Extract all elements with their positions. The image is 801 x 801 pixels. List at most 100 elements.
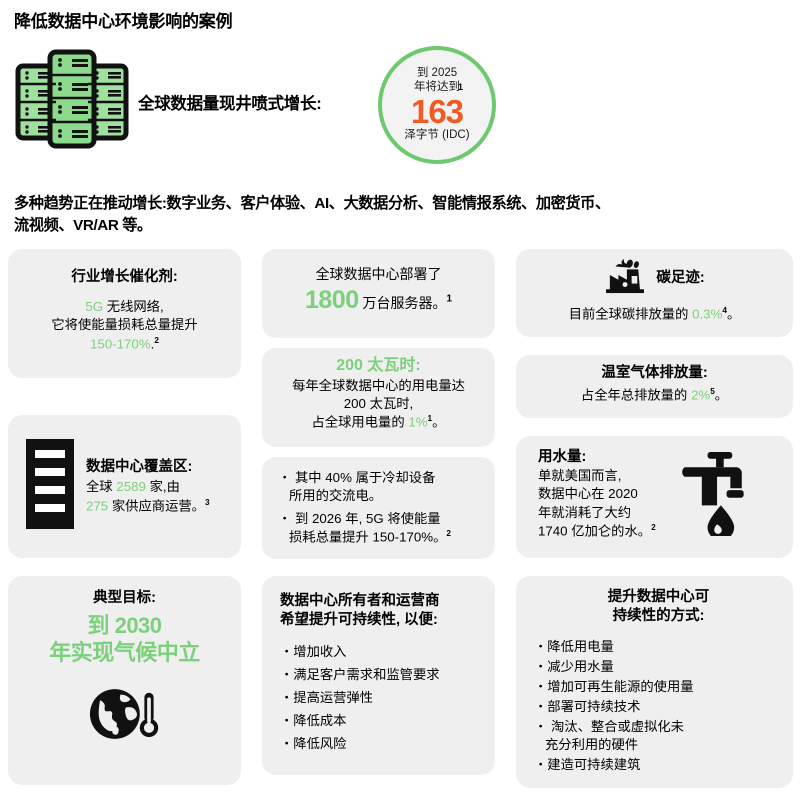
catalyst-line2: 它将使能量损耗总量提升 [51, 317, 198, 333]
card-carbon-footprint: 碳足迹: 目前全球碳排放量的 0.3%4。 [516, 249, 793, 337]
servers-unit: 万台服务器。 [358, 295, 447, 312]
servers-line1: 全球数据中心部署了 [315, 266, 442, 282]
goal-big-line2: 年实现气候中立 [49, 639, 200, 665]
list-item: 建造可持续建筑 [534, 756, 783, 774]
power-detail-footnote: 2 [446, 529, 451, 539]
ways-bullets: 降低用电量 减少用水量 增加可再生能源的使用量 部署可持续技术 淘汰、整合或虚拟… [534, 638, 783, 775]
ways-bullet-5: 淘汰、整合或虚拟化未 [551, 719, 684, 734]
hero-caption: 全球数据量现井喷式增长: [138, 95, 322, 113]
water-line4-row: 1740 亿加仑的水。2 [538, 522, 656, 541]
server-rack-icon [26, 439, 74, 534]
power-body: 每年全球数据中心的用电量达 200 太瓦时, 占全球用电量的 1%1。 [274, 377, 483, 432]
catalyst-pct: 150-170% [90, 335, 151, 351]
water-line3: 年就消耗了大约 [538, 504, 632, 520]
owners-bullet-2: 满足客户需求和监管要求 [293, 666, 440, 682]
owners-bullet-5: 降低风险 [293, 736, 347, 751]
footprint-text: 数据中心覆盖区: 全球 2589 家,由 275 家供应商运营。3 [86, 458, 210, 516]
carbon-title: 碳足迹: [656, 270, 705, 287]
intro-line-1: 多种趋势正在推动增长:数字业务、客户体验、AI、大数据分析、智能情报系统、加密货… [14, 195, 610, 212]
card-industry-catalyst: 行业增长催化剂: 5G 无线网络, 它将使能量损耗总量提升 150-170%.2 [8, 249, 241, 378]
card-datacenter-footprint: 数据中心覆盖区: 全球 2589 家,由 275 家供应商运营。3 [8, 415, 241, 558]
ghg-value: 2% [690, 387, 711, 403]
servers-value-row: 1800 万台服务器。1 [274, 286, 483, 315]
ghg-body: 占全年总排放量的 2%5。 [528, 386, 781, 405]
list-item: 淘汰、整合或虚拟化未 充分利用的硬件 [534, 718, 783, 754]
footprint-line2: 275 家供应商运营。3 [86, 497, 210, 516]
power-line3-prefix: 占全球用电量的 [311, 414, 409, 430]
ways-bullet-2: 减少用水量 [547, 658, 614, 674]
owners-title-line1: 数据中心所有者和运营商 [280, 593, 440, 609]
carbon-footnote: 4 [722, 306, 727, 315]
ghg-body-prefix: 占全年总排放量的 [580, 387, 691, 403]
stat-badge: 到 2025 年将达到 163 泽字节 (IDC) [378, 46, 496, 164]
page-title: 降低数据中心环境影响的案例 [14, 12, 233, 31]
ways-bullet-6: 建造可持续建筑 [547, 757, 641, 773]
stat-badge-top-line1: 到 2025 [416, 67, 458, 80]
power-line1: 每年全球数据中心的用电量达 [292, 377, 465, 393]
card-sustainability-ways: 提升数据中心可 持续性的方式: 降低用电量 减少用水量 增加可再生能源的使用量 … [516, 576, 793, 788]
footprint-line2-suffix: 家供应商运营。 [108, 498, 205, 514]
card-owner-motivations: 数据中心所有者和运营商 希望提升可持续性, 以便: 增加收入 满足客户需求和监管… [262, 576, 495, 775]
faucet-drip-icon [679, 448, 757, 541]
card-power-consumption: 200 太瓦时: 每年全球数据中心的用电量达 200 太瓦时, 占全球用电量的 … [262, 348, 495, 447]
footprint-providers: 275 [86, 498, 109, 514]
stat-badge-unit: 泽字节 (IDC) [404, 129, 470, 142]
catalyst-title: 行业增长催化剂: [71, 269, 178, 285]
carbon-value: 0.3% [692, 306, 723, 322]
footprint-title: 数据中心覆盖区: [86, 458, 193, 475]
ways-bullet-1: 降低用电量 [547, 638, 614, 654]
power-footnote: 1 [427, 414, 433, 424]
list-item: 降低成本 [280, 712, 485, 730]
owners-bullet-1: 增加收入 [293, 643, 347, 659]
water-line4: 1740 亿加仑的水。 [538, 523, 652, 539]
ghg-footnote: 5 [710, 386, 715, 396]
card-greenhouse-gas: 温室气体排放量: 占全年总排放量的 2%5。 [516, 355, 793, 418]
list-item: 增加可再生能源的使用量 [534, 678, 783, 696]
owners-title-line2: 希望提升可持续性, 以便: [280, 611, 438, 628]
carbon-body-prefix: 目前全球碳排放量的 [568, 306, 693, 322]
power-detail-bullets: 其中 40% 属于冷却设备 所用的交流电。 到 2026 年, 5G 将使能量 … [278, 469, 485, 547]
ways-bullet-5-cont: 充分利用的硬件 [545, 737, 639, 753]
water-line1: 单就美国而言, [538, 467, 622, 483]
list-item: 减少用水量 [534, 658, 783, 676]
goal-big-line1: 到 2030 [87, 612, 162, 638]
catalyst-line1-rest: 无线网络, [103, 298, 164, 314]
list-item: 提高运营弹性 [280, 689, 485, 707]
footprint-line1-prefix: 全球 [86, 479, 117, 495]
card-power-detail: 其中 40% 属于冷却设备 所用的交流电。 到 2026 年, 5G 将使能量 … [262, 457, 495, 559]
power-detail-b1-l1: 其中 40% 属于冷却设备 [295, 470, 436, 485]
stat-badge-top-line2: 年将达到 [414, 80, 460, 93]
footprint-line1-suffix: 家,由 [145, 479, 180, 495]
list-item: 满足客户需求和监管要求 [280, 666, 485, 684]
power-line2: 200 太瓦时, [343, 396, 414, 412]
catalyst-body: 5G 无线网络, 它将使能量损耗总量提升 150-170%.2 [20, 298, 229, 353]
carbon-body-suffix: 。 [726, 306, 741, 322]
water-title: 用水量: [538, 449, 587, 465]
ways-bullet-4: 部署可持续技术 [547, 698, 641, 714]
server-rack-cluster-icon [14, 46, 130, 154]
ways-title-line2: 持续性的方式: [612, 607, 705, 624]
catalyst-footnote: 2 [154, 335, 159, 345]
power-detail-b2-l1: 到 2026 年, 5G 将使能量 [295, 511, 441, 527]
power-detail-b2-l2: 损耗总量提升 150-170%。 [289, 529, 447, 545]
list-item: 其中 40% 属于冷却设备 所用的交流电。 [278, 469, 485, 505]
intro-line-2: 流视频、VR/AR 等。 [14, 216, 152, 234]
servers-value: 1800 [304, 286, 359, 315]
stat-badge-value: 163 [410, 92, 464, 130]
ghg-title: 温室气体排放量: [601, 365, 708, 381]
catalyst-5g: 5G [85, 298, 104, 314]
water-text: 用水量: 单就美国而言, 数据中心在 2020 年就消耗了大约 1740 亿加仑… [538, 448, 656, 541]
catalyst-line3-rest: . [150, 335, 155, 351]
footprint-count: 2589 [116, 479, 146, 495]
card-typical-goal: 典型目标: 到 2030 年实现气候中立 [8, 576, 241, 785]
water-footnote: 2 [651, 522, 656, 532]
factory-icon [604, 258, 646, 299]
owners-bullet-3: 提高运营弹性 [293, 689, 374, 705]
power-line3-value: 1% [408, 414, 428, 430]
stat-badge-footnote: 1 [458, 82, 464, 92]
ways-title-line1: 提升数据中心可 [607, 589, 710, 605]
footprint-footnote: 3 [204, 497, 210, 507]
owners-bullet-4: 降低成本 [293, 712, 347, 728]
list-item: 到 2026 年, 5G 将使能量 损耗总量提升 150-170%。2 [278, 510, 485, 547]
